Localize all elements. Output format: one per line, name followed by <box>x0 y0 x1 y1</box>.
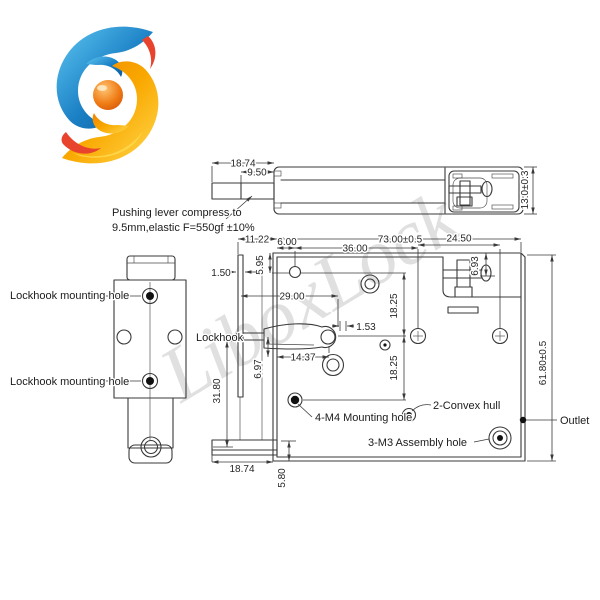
lockhook-mount-hole-bottom <box>141 372 159 390</box>
main-view <box>211 252 526 462</box>
connector-detail-top <box>448 170 520 213</box>
lockhook-mount-hole-top <box>141 287 159 305</box>
slot <box>447 306 479 314</box>
logo-red-accent-bottom <box>61 132 101 154</box>
logo-orange-swoosh <box>62 61 159 164</box>
label-outlet: Outlet <box>560 415 589 427</box>
dim-61-80: 61.80±0.5 <box>538 340 549 385</box>
lockhook-pivot-dot <box>234 333 242 340</box>
dim-73: 73.00±0.5 <box>378 235 423 246</box>
dim-11-22: 11.22 <box>245 235 270 246</box>
dim-body-height: 13.0±0.3 <box>520 170 531 209</box>
dim-1-50: 1.50 <box>211 268 231 279</box>
dim-6-97: 6.97 <box>253 359 264 379</box>
note-pushing-lever-1: Pushing lever compress to <box>112 207 242 219</box>
dim-lever-length: 18.74 <box>230 159 255 170</box>
dim-24-50: 24.50 <box>446 234 471 245</box>
callout-labels: Lockhook 4-M4 Mounting hole 2-Convex hul… <box>195 331 591 451</box>
top-view: 18.74 9.50 13.0±0.3 Pushing lever compre… <box>111 157 537 235</box>
dim-5-95: 5.95 <box>255 255 266 275</box>
dim-18-25-upper: 18.25 <box>389 293 400 318</box>
dim-36-00: 36.00 <box>342 244 367 255</box>
label-lockhook-mount-bottom: Lockhook mounting hole <box>10 376 129 388</box>
logo-orange-hook <box>92 113 129 134</box>
dim-29-00: 29.00 <box>279 292 304 303</box>
label-lockhook: Lockhook <box>196 332 244 344</box>
dim-5-80: 5.80 <box>277 468 288 488</box>
note-pushing-lever-2: 9.5mm,elastic F=550gf ±10% <box>112 222 255 234</box>
m4-mounting-hole <box>287 392 303 408</box>
brand-logo <box>56 26 159 164</box>
side-view: Lockhook mounting hole Lockhook mounting… <box>9 255 187 464</box>
lockhook-bracket <box>237 254 244 398</box>
pushing-lever <box>211 182 275 200</box>
dim-6-00: 6.00 <box>277 237 297 248</box>
lock-body-side <box>273 166 524 215</box>
pushing-lever-front <box>211 439 278 456</box>
logo-ball-highlight <box>97 85 107 91</box>
outlet-point <box>519 416 527 424</box>
dim-14-37: 14.37 <box>290 353 315 364</box>
label-lockhook-mount-top: Lockhook mounting hole <box>10 290 129 302</box>
dim-18-25-lower: 18.25 <box>389 355 400 380</box>
connector-detail-front <box>442 256 522 298</box>
dim-lever-travel: 9.50 <box>247 168 267 179</box>
convex-hull-1 <box>379 339 391 351</box>
lockhook-lever <box>234 323 337 350</box>
logo-blue-swoosh <box>56 26 153 129</box>
dim-18-74-bottom: 18.74 <box>229 464 254 475</box>
dim-6-93: 6.93 <box>470 256 481 276</box>
logo-blue-hook <box>86 56 123 77</box>
convex-hull-2 <box>401 407 417 423</box>
logo-center-ball <box>93 80 123 110</box>
label-m3-assembly: 3-M3 Assembly hole <box>368 437 467 449</box>
dim-31-80: 31.80 <box>212 378 223 403</box>
logo-red-accent-top <box>142 36 156 69</box>
dim-1-53: 1.53 <box>356 322 376 333</box>
label-convex-hull: 2-Convex hull <box>433 400 500 412</box>
label-m4-mounting: 4-M4 Mounting hole <box>315 412 412 424</box>
m3-assembly-hole <box>488 426 512 450</box>
main-view-dimensions: 11.22 73.00±0.5 6.00 36.00 24.50 5.95 6.… <box>210 232 556 489</box>
